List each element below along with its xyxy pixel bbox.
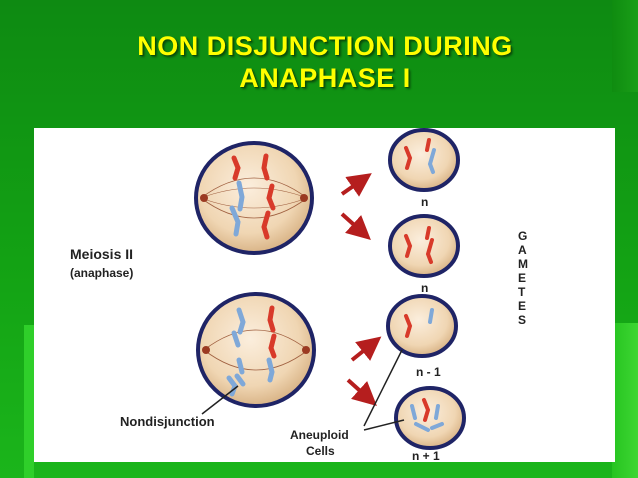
parent-cell-bottom — [196, 292, 316, 408]
aneuploid-pointer-1 — [363, 349, 403, 427]
gametes-letter: S — [518, 313, 526, 327]
stage-sublabel: (anaphase) — [70, 266, 133, 280]
gamete-label-2: n — [421, 281, 428, 295]
gamete-cell-1 — [388, 128, 460, 192]
aneuploid-pointer-2 — [363, 419, 405, 431]
gamete-cell-3 — [386, 294, 458, 358]
aneuploid-label-1: Aneuploid — [290, 428, 349, 442]
title-line-1: NON DISJUNCTION DURING — [137, 31, 513, 61]
decor-stripe-top — [612, 0, 638, 92]
title-line-2: ANAPHASE I — [239, 63, 411, 93]
diagram-panel: Meiosis II (anaphase) n n n - 1 n + 1 No… — [34, 128, 615, 462]
arrow-up-top — [340, 173, 372, 197]
gametes-letter: T — [518, 285, 526, 299]
nondisjunction-label: Nondisjunction — [120, 414, 215, 429]
gametes-letter: E — [518, 271, 526, 285]
parent-cell-top — [194, 141, 314, 255]
slide-title: NON DISJUNCTION DURING ANAPHASE I — [0, 30, 638, 94]
gametes-letter: E — [518, 299, 526, 313]
gametes-letter: M — [518, 257, 528, 271]
gamete-label-3: n - 1 — [416, 365, 441, 379]
arrow-down-top — [340, 212, 371, 241]
gametes-vertical-label: G A M E T E S — [518, 229, 528, 327]
arrow-down-bottom — [346, 378, 377, 407]
gamete-label-4: n + 1 — [412, 449, 440, 462]
gamete-cell-4 — [394, 386, 466, 450]
meiosis-diagram: Meiosis II (anaphase) n n n - 1 n + 1 No… — [70, 128, 528, 462]
decor-left-bar — [24, 325, 34, 478]
nondisjunction-pointer — [201, 385, 239, 415]
gamete-cell-2 — [388, 214, 460, 278]
decor-stripe-bottom — [612, 323, 638, 478]
gamete-label-1: n — [421, 195, 428, 209]
gametes-letter: G — [518, 229, 527, 243]
aneuploid-label-2: Cells — [306, 444, 335, 458]
arrow-up-bottom — [350, 336, 382, 362]
stage-label: Meiosis II — [70, 246, 133, 262]
gametes-letter: A — [518, 243, 527, 257]
